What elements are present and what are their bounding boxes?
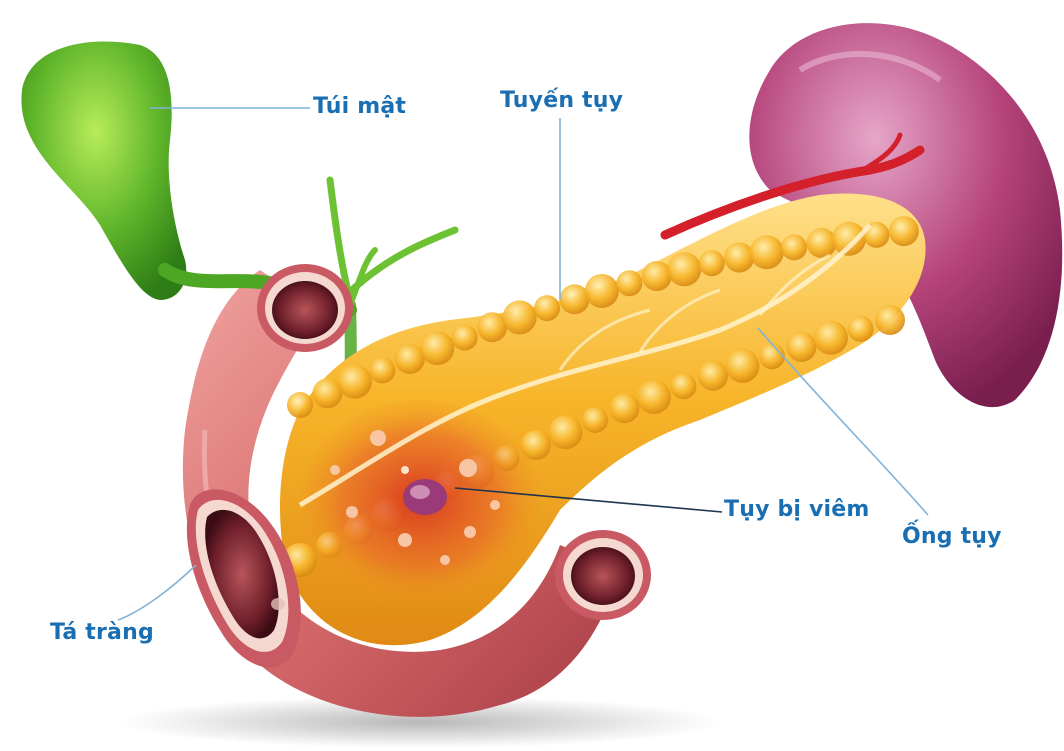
label-inflamed-pancreas: Tụy bị viêm	[724, 497, 870, 522]
duodenum-section-right	[555, 530, 651, 620]
pancreas-lobule	[610, 393, 640, 423]
pancreas-lobule	[667, 252, 701, 286]
pancreas-lobule	[671, 373, 697, 399]
pancreas-lobule	[637, 380, 671, 414]
pancreas-lobule	[726, 349, 760, 383]
pancreas-lobule	[560, 284, 590, 314]
pancreas-lobule	[781, 234, 807, 260]
pancreas-lobule	[452, 325, 478, 351]
pancreas-lobule	[582, 407, 608, 433]
pancreas-lobule	[287, 392, 313, 418]
pancreas-lobule	[312, 378, 342, 408]
pancreas-lobule	[503, 300, 537, 334]
pancreas-lobule	[585, 274, 619, 308]
pancreas-lobule	[642, 261, 672, 291]
pancreas-lobule	[848, 316, 874, 342]
leader-line-duodenum	[118, 565, 196, 620]
leader-line-duct	[758, 328, 928, 515]
pancreas-lobule	[787, 332, 817, 362]
pancreas-lobule	[750, 235, 784, 269]
pancreas-lobule	[832, 222, 866, 256]
pancreas-lobule	[549, 415, 583, 449]
label-pancreatic-gland: Tuyến tụy	[500, 88, 623, 113]
label-pancreatic-duct: Ống tụy	[902, 524, 1002, 549]
pancreas-lobule	[724, 243, 754, 273]
pancreas-lobule	[759, 343, 785, 369]
pancreas-lobule	[814, 321, 848, 355]
pancreas-lobule	[338, 365, 372, 399]
label-duodenum: Tá tràng	[50, 620, 154, 645]
pancreas-lobule	[420, 331, 454, 365]
duodenum-section-top	[257, 264, 353, 352]
label-gallbladder: Túi mật	[313, 94, 406, 119]
pancreas-lobule	[477, 312, 507, 342]
pancreas-lobule	[699, 250, 725, 276]
pancreas-lobule	[395, 344, 425, 374]
pancreas-lobule	[807, 228, 837, 258]
pancreas-lobule	[534, 295, 560, 321]
pancreas-lobule	[698, 361, 728, 391]
pancreas-lobule	[889, 216, 919, 246]
pancreas-lobule	[875, 305, 905, 335]
pancreas-lobule	[369, 357, 395, 383]
pancreas-lobule	[616, 270, 642, 296]
